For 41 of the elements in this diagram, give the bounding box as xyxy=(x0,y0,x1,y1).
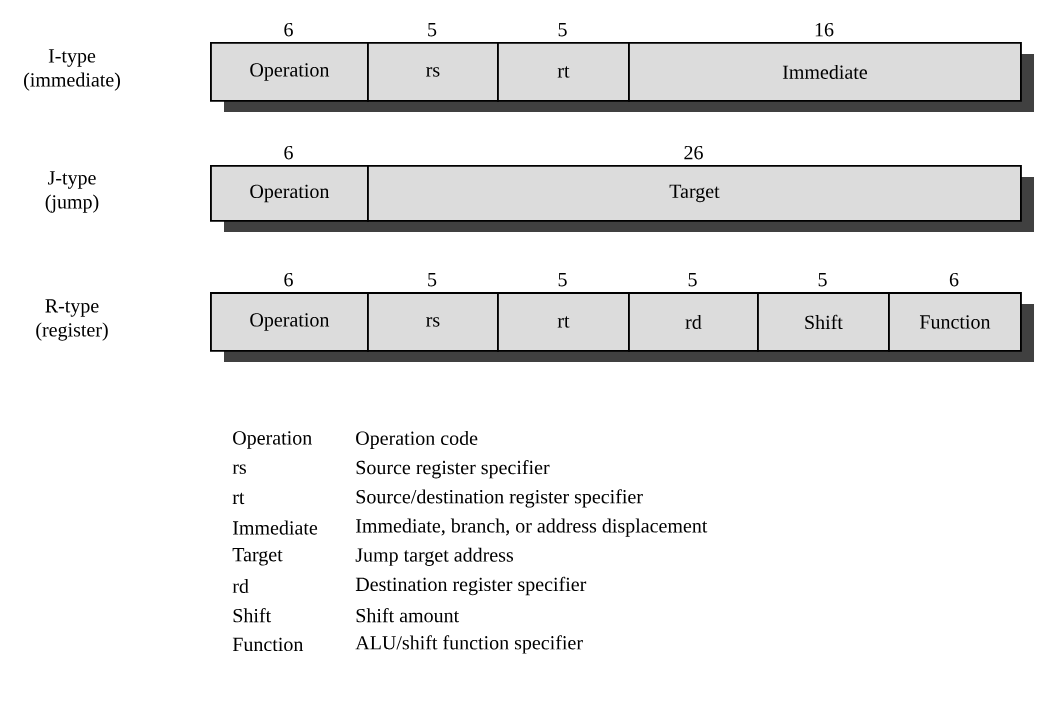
field-box: rs xyxy=(367,42,499,102)
field-box: Operation xyxy=(210,292,369,352)
bit-width: 5 xyxy=(818,273,827,287)
bit-width: 6 xyxy=(284,272,293,287)
bit-width: 26 xyxy=(684,145,703,160)
field-box: Shift xyxy=(757,292,890,352)
definition: Source register specifier xyxy=(356,460,550,479)
definition: Source/destination register specifier xyxy=(356,489,643,508)
field-box: rt xyxy=(497,42,630,102)
term: rd xyxy=(232,579,249,594)
field-box: Function xyxy=(888,292,1022,352)
definition: ALU/shift function specifier xyxy=(355,635,583,654)
bit-width: 6 xyxy=(949,272,959,287)
bit-width: 5 xyxy=(428,23,437,37)
bit-width: 6 xyxy=(284,22,293,37)
bit-width: 16 xyxy=(815,22,834,37)
term: rt xyxy=(232,492,245,505)
definition: Shift amount xyxy=(356,608,460,623)
term: Target xyxy=(232,548,283,566)
term: Function xyxy=(232,637,304,652)
field-box: rt xyxy=(497,292,630,352)
term: rs xyxy=(232,464,246,474)
field-box: rd xyxy=(628,292,759,352)
row-label: I-type (immediate) xyxy=(24,49,120,91)
row-label: J-type (jump) xyxy=(45,171,99,213)
definition: Operation code xyxy=(356,430,478,450)
field-box: Operation xyxy=(210,42,369,102)
row-label: R-type (register) xyxy=(36,299,108,341)
term: Operation xyxy=(233,431,312,449)
bit-width: 5 xyxy=(428,273,437,287)
term: Immediate xyxy=(233,520,318,535)
field-box: Operation xyxy=(210,165,369,222)
definition: Jump target address xyxy=(355,547,513,566)
bit-width: 5 xyxy=(688,273,697,287)
bit-width: 5 xyxy=(558,273,567,287)
bit-width: 6 xyxy=(284,145,293,160)
bit-width: 5 xyxy=(558,23,567,37)
definition: Destination register specifier xyxy=(355,576,587,596)
field-box: rs xyxy=(367,292,499,352)
term: Shift xyxy=(233,608,272,623)
definition: Immediate, branch, or address displacement xyxy=(356,518,708,537)
